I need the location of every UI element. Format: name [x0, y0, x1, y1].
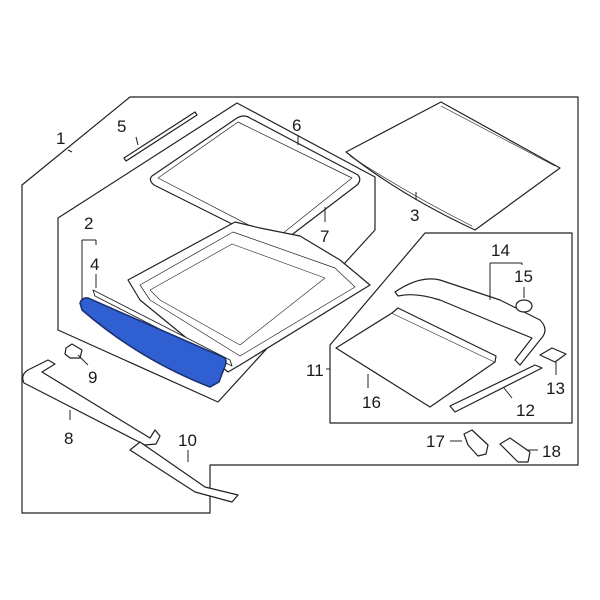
callout-7[interactable]: 7 [320, 227, 330, 246]
part-10-rail [129, 441, 239, 503]
part-12-track [449, 364, 543, 413]
callout-13[interactable]: 13 [546, 379, 565, 398]
callout-2[interactable]: 2 [84, 214, 94, 233]
part-18-motor [499, 437, 531, 463]
callout-9[interactable]: 9 [88, 368, 98, 387]
part-5-molding [123, 111, 198, 162]
callout-3[interactable]: 3 [410, 206, 420, 225]
group-boundary-1 [21, 96, 579, 514]
part-16-sunshade [335, 312, 496, 408]
part-4-highlighted-seal [79, 297, 227, 388]
part-15-knob [515, 299, 533, 313]
group-boundary-11 [329, 232, 573, 424]
callout-4[interactable]: 4 [90, 255, 100, 274]
callout-10[interactable]: 10 [178, 431, 197, 450]
part-17-motor [463, 429, 489, 457]
part-8-bow [22, 359, 161, 446]
callout-11[interactable]: 11 [306, 361, 324, 380]
part-13-bracket [539, 347, 567, 363]
callout-1[interactable]: 1 [56, 129, 66, 148]
callout-18[interactable]: 18 [542, 442, 561, 461]
callout-8[interactable]: 8 [64, 429, 74, 448]
callout-15[interactable]: 15 [514, 267, 533, 286]
part-9-clip [64, 343, 83, 359]
part-6-glass [149, 115, 361, 245]
callout-5[interactable]: 5 [117, 117, 127, 136]
callout-17[interactable]: 17 [426, 432, 445, 451]
callout-12[interactable]: 12 [516, 401, 535, 420]
callout-6[interactable]: 6 [292, 116, 302, 135]
part-3-roof-panel [345, 101, 561, 231]
callout-16[interactable]: 16 [362, 393, 381, 412]
callout-14[interactable]: 14 [491, 241, 510, 260]
part-14-frame [394, 278, 546, 366]
